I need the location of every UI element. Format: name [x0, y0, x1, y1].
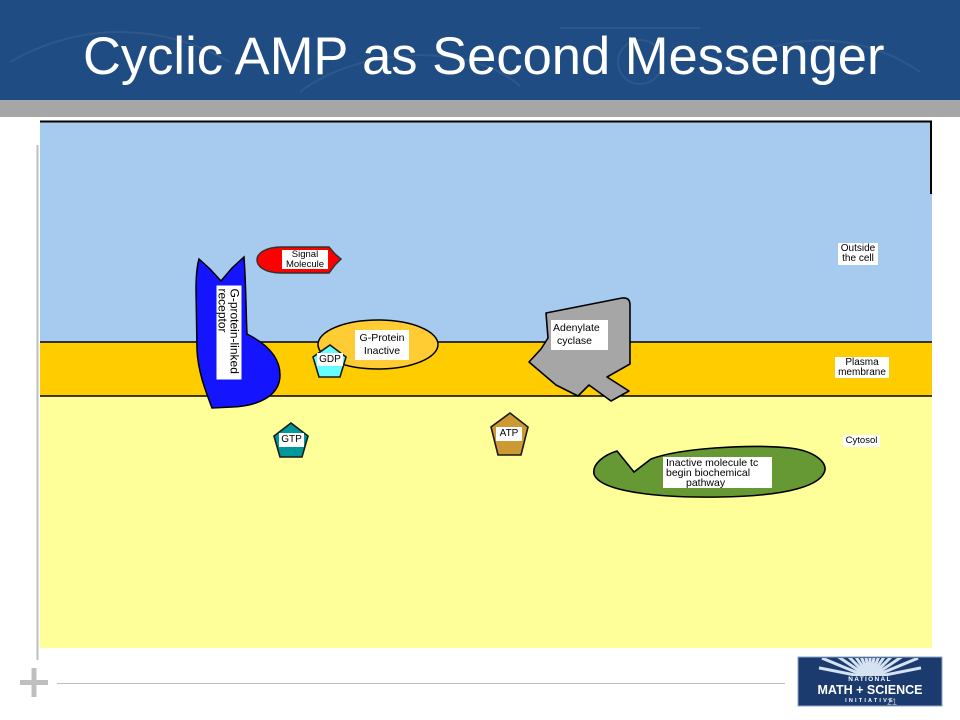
gdp-label: GDP [317, 353, 343, 366]
sunburst-ray [818, 666, 868, 676]
header-texture-stroke [9, 31, 231, 63]
page-number: 21 [887, 697, 898, 707]
plus-sign-vertical [31, 668, 37, 697]
adenylate-cyclase-label-line: cyclase [557, 335, 593, 347]
cytosol-label: Cytosol [843, 435, 880, 447]
plasma-membrane-label-line: Plasma [845, 357, 879, 368]
slide-title: Cyclic AMP as Second Messenger [83, 27, 885, 86]
logo-sunburst [818, 658, 922, 676]
outside-cell-label: Outside the cell [838, 243, 878, 265]
adenylate-cyclase-label-line: Adenylate [553, 322, 600, 334]
inactive-molecule-label-line: begin biochemical [666, 467, 751, 479]
header-texture-stroke [299, 54, 521, 93]
gtp-label: GTP [279, 433, 304, 447]
outside-cell-label-line: the cell [842, 253, 874, 264]
cytosol-region [40, 396, 932, 648]
sunburst-ray [870, 658, 903, 676]
logo-line-initiative: INITIATIVE [845, 698, 895, 704]
signal-molecule-label-line: Signal [291, 250, 319, 260]
logo-line-national: NATIONAL [848, 676, 892, 683]
inactive-molecule-label-line: Inactive molecule tc [666, 457, 759, 469]
g-protein-label: G-Protein Inactive [355, 330, 409, 360]
header-strip [0, 100, 960, 117]
logo-line-math-science: MATH + SCIENCE [817, 683, 923, 697]
receptor-label: G-protein-linked receptor [216, 285, 242, 380]
sunburst-ray [837, 658, 870, 676]
sunburst-ray [860, 658, 871, 676]
inactive-molecule-label: Inactive molecule tc begin biochemical p… [663, 457, 772, 488]
adenylate-cyclase-label: Adenylate cyclase [551, 320, 608, 350]
header-texture-stroke [719, 39, 921, 73]
sunburst-ray [868, 658, 876, 676]
sunburst-ray [872, 666, 922, 676]
signal-molecule-label: Signal Molecule [282, 250, 328, 269]
g-protein-label-line: G-Protein [359, 332, 405, 344]
sunburst-ray [847, 658, 871, 676]
sunburst-ray [869, 658, 886, 676]
header-texture-stroke [617, 39, 663, 85]
sunburst-ray [821, 658, 870, 676]
plasma-membrane-label-line: membrane [838, 366, 886, 378]
header-texture [9, 27, 921, 93]
signal-molecule-label-line: Molecule [285, 258, 325, 269]
header-band [0, 0, 960, 100]
outside-cell-region [40, 122, 932, 342]
plasma-membrane-region [40, 342, 932, 396]
sunburst-ray [869, 658, 880, 676]
plasma-membrane-label: Plasma membrane [835, 357, 889, 378]
inactive-molecule-label-line: pathway [686, 477, 726, 488]
sunburst-ray [864, 658, 872, 676]
receptor-label-line: G-protein-linked [228, 288, 242, 374]
g-protein-label-line: Inactive [363, 345, 401, 357]
atp-label: ATP [496, 427, 522, 441]
sunburst-ray [870, 658, 919, 676]
outside-cell-label-line: Outside [840, 243, 876, 254]
sunburst-ray [869, 658, 893, 676]
sunburst-ray [854, 658, 871, 676]
